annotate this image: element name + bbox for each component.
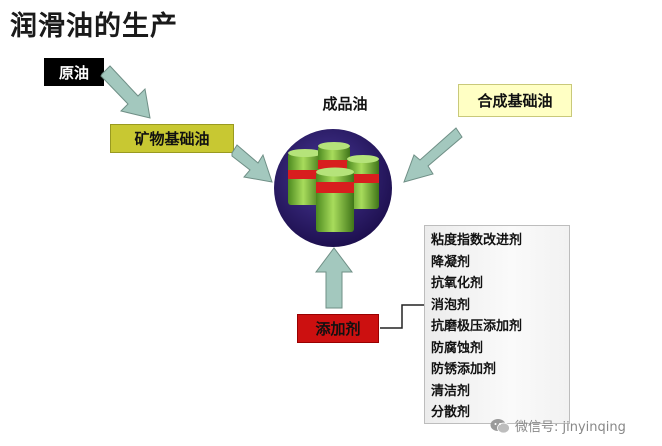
- additive-type-item: 清洁剂: [431, 383, 471, 399]
- additive-type-item: 降凝剂: [431, 254, 471, 270]
- finished-oil-icon: [274, 129, 392, 247]
- additive-type-item: 抗磨极压添加剂: [431, 319, 523, 334]
- mineral-base-oil-label: 矿物基础油: [134, 130, 210, 148]
- wechat-icon: [490, 418, 510, 433]
- crude-oil-box: 原油: [44, 58, 104, 86]
- oil-drum-icon: [316, 167, 354, 232]
- additive-type-item: 防腐蚀剂: [431, 340, 484, 356]
- synthetic-base-oil-label: 合成基础油: [477, 92, 553, 110]
- arrow-crude-to-mineral: [100, 65, 151, 119]
- additive-type-item: 抗氧化剂: [431, 276, 484, 291]
- oil-drum-icon: [288, 149, 322, 205]
- additive-type-item: 消泡剂: [431, 297, 471, 313]
- additive-type-item: 粘度指数改进剂: [431, 233, 523, 248]
- finished-oil-label: 成品油: [322, 95, 368, 113]
- watermark: 微信号: jinyinqing: [490, 416, 626, 435]
- additive-box: 添加剂: [297, 314, 379, 343]
- watermark-text: 微信号: jinyinqing: [515, 420, 626, 435]
- additive-label: 添加剂: [315, 320, 361, 338]
- additive-types-list: 粘度指数改进剂 降凝剂 抗氧化剂 消泡剂 抗磨极压添加剂 防腐蚀剂 防锈添加剂 …: [424, 225, 570, 424]
- oil-drum-icon: [347, 155, 379, 209]
- crude-oil-label: 原油: [58, 63, 89, 82]
- additive-type-item: 分散剂: [431, 405, 471, 420]
- page-title: 润滑油的生产: [10, 11, 178, 42]
- bracket-line: [380, 304, 424, 329]
- arrow-mineral-to-product: [231, 144, 273, 183]
- arrow-synthetic-to-product: [403, 127, 463, 183]
- mineral-base-oil-box: 矿物基础油: [110, 124, 234, 153]
- synthetic-base-oil-box: 合成基础油: [458, 84, 572, 117]
- additive-type-item: 防锈添加剂: [431, 362, 497, 377]
- arrow-additive-to-product: [315, 247, 353, 309]
